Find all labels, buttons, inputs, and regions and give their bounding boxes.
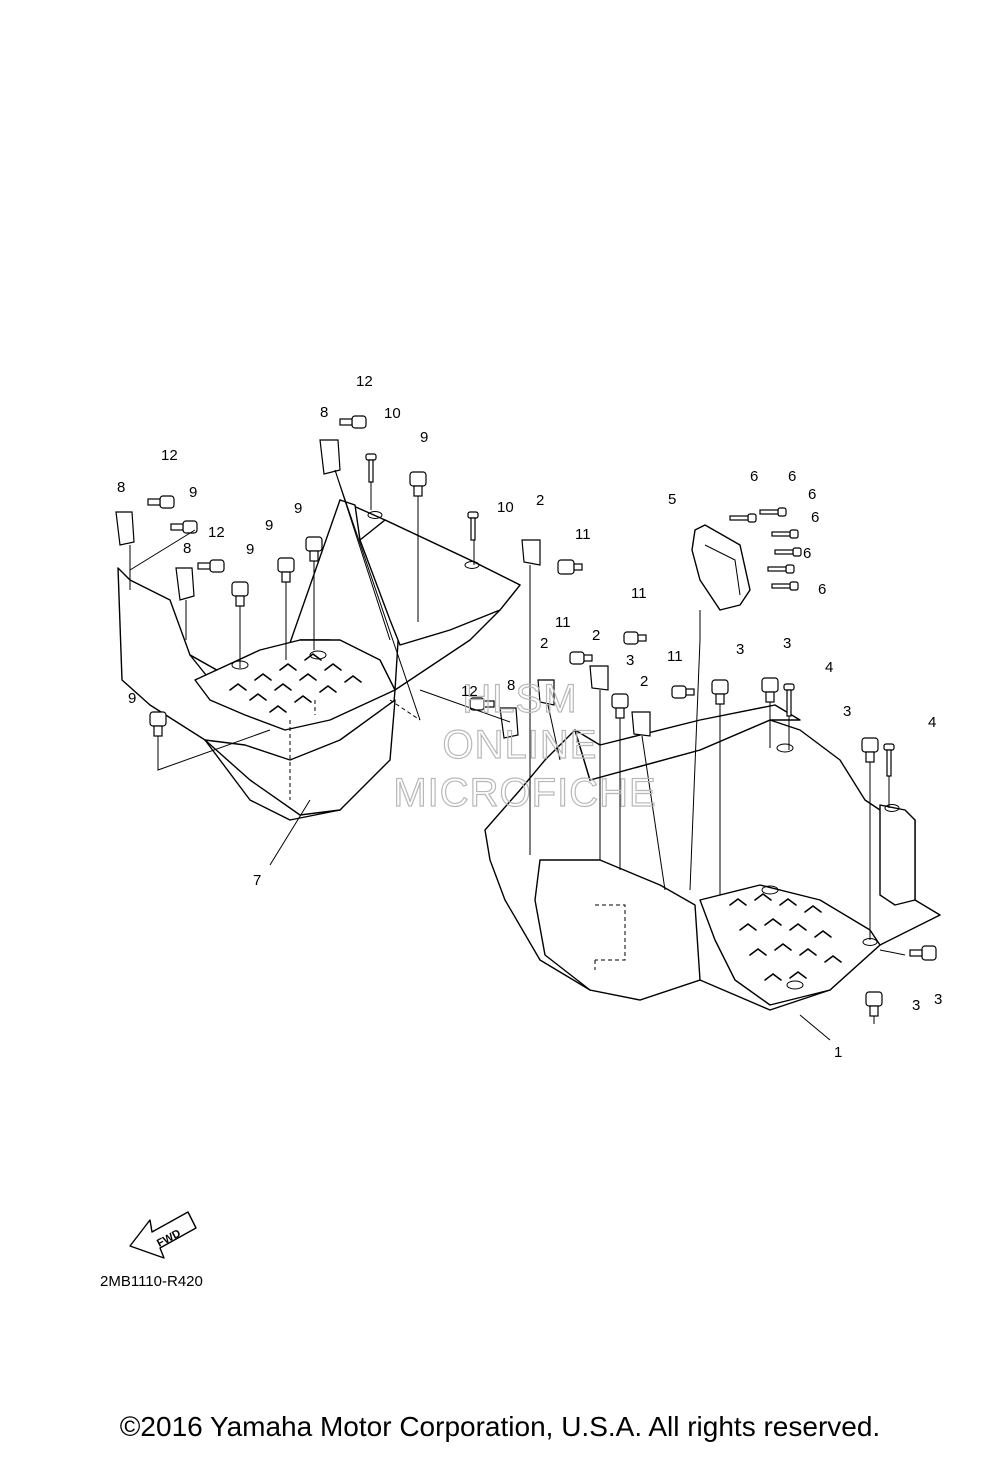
fasteners [115, 415, 937, 1017]
floorboard-right [484, 704, 941, 1011]
callout-6: 6 [788, 468, 796, 485]
tread-pattern-right [729, 893, 842, 981]
fwd-arrow-icon: FWD [129, 1211, 197, 1259]
diagram-ref-code: 2MB1110-R420 [100, 1273, 203, 1290]
callout-2: 2 [536, 492, 544, 509]
callout-1: 1 [834, 1044, 842, 1061]
watermark-line-2: ONLINE [443, 723, 598, 767]
callout-11: 11 [555, 614, 571, 631]
callout-3: 3 [783, 635, 791, 652]
callout-9: 9 [246, 541, 254, 558]
callout-3: 3 [736, 641, 744, 658]
watermark-line-3: MICROFICHE [393, 771, 656, 815]
watermark-line-1: HLSM [462, 677, 577, 721]
callout-6: 6 [750, 468, 758, 485]
callout-6: 6 [818, 581, 826, 598]
callout-3: 3 [626, 652, 634, 669]
callout-8: 8 [183, 540, 191, 557]
callout-10: 10 [384, 405, 401, 422]
callouts: 1 2 2 2 2 3 3 3 3 3 3 4 4 5 6 6 6 6 6 6 … [117, 373, 942, 1061]
callout-10: 10 [497, 499, 514, 516]
watermark: HLSM ONLINE MICROFICHE [393, 676, 657, 815]
callout-3: 3 [934, 991, 942, 1008]
callout-11: 11 [575, 526, 591, 543]
callout-2: 2 [540, 635, 548, 652]
callout-8: 8 [507, 677, 515, 694]
callout-6: 6 [803, 545, 811, 562]
callout-5: 5 [668, 491, 676, 508]
callout-9: 9 [189, 484, 197, 501]
callout-4: 4 [825, 659, 833, 676]
leader-lines [129, 469, 906, 1041]
callout-3: 3 [912, 997, 920, 1014]
callout-3: 3 [843, 703, 851, 720]
callout-12: 12 [356, 373, 373, 390]
callout-11: 11 [631, 585, 647, 602]
callout-9: 9 [265, 517, 273, 534]
callout-6: 6 [808, 486, 816, 503]
callout-9: 9 [420, 429, 428, 446]
callout-12: 12 [208, 524, 225, 541]
callout-11: 11 [667, 648, 683, 665]
callout-9: 9 [294, 500, 302, 517]
shield-bracket [691, 524, 751, 611]
floorboard-left [117, 499, 521, 821]
tread-pattern-left [229, 653, 362, 713]
callout-12: 12 [461, 683, 478, 700]
callout-9: 9 [128, 690, 136, 707]
callout-6: 6 [811, 509, 819, 526]
copyright-notice: ©2016 Yamaha Motor Corporation, U.S.A. A… [119, 1411, 881, 1442]
callout-8: 8 [320, 404, 328, 421]
callout-2: 2 [592, 627, 600, 644]
callout-7: 7 [253, 872, 261, 889]
callout-2: 2 [640, 673, 648, 690]
callout-12: 12 [161, 447, 178, 464]
callout-8: 8 [117, 479, 125, 496]
callout-4: 4 [928, 714, 936, 731]
